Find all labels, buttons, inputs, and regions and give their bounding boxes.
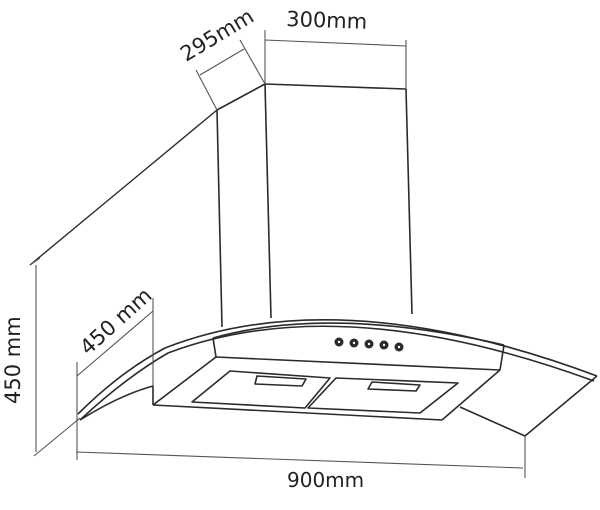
dimension-900-width [75, 436, 526, 478]
label-900mm: 900mm [287, 468, 364, 492]
label-450mm-depth: 450 mm [75, 283, 156, 359]
hood-body [152, 322, 505, 421]
grease-filters [191, 370, 459, 414]
dimension-450-depth [76, 298, 154, 460]
label-295mm: 295mm [176, 4, 258, 66]
chimney [216, 83, 413, 328]
dimension-450-height [29, 257, 81, 457]
dimension-295-depth [195, 39, 266, 111]
wall-outline [29, 109, 218, 266]
label-450mm-height: 450 mm [1, 316, 25, 404]
label-300mm: 300mm [286, 7, 368, 34]
dimension-300-width [264, 30, 407, 89]
